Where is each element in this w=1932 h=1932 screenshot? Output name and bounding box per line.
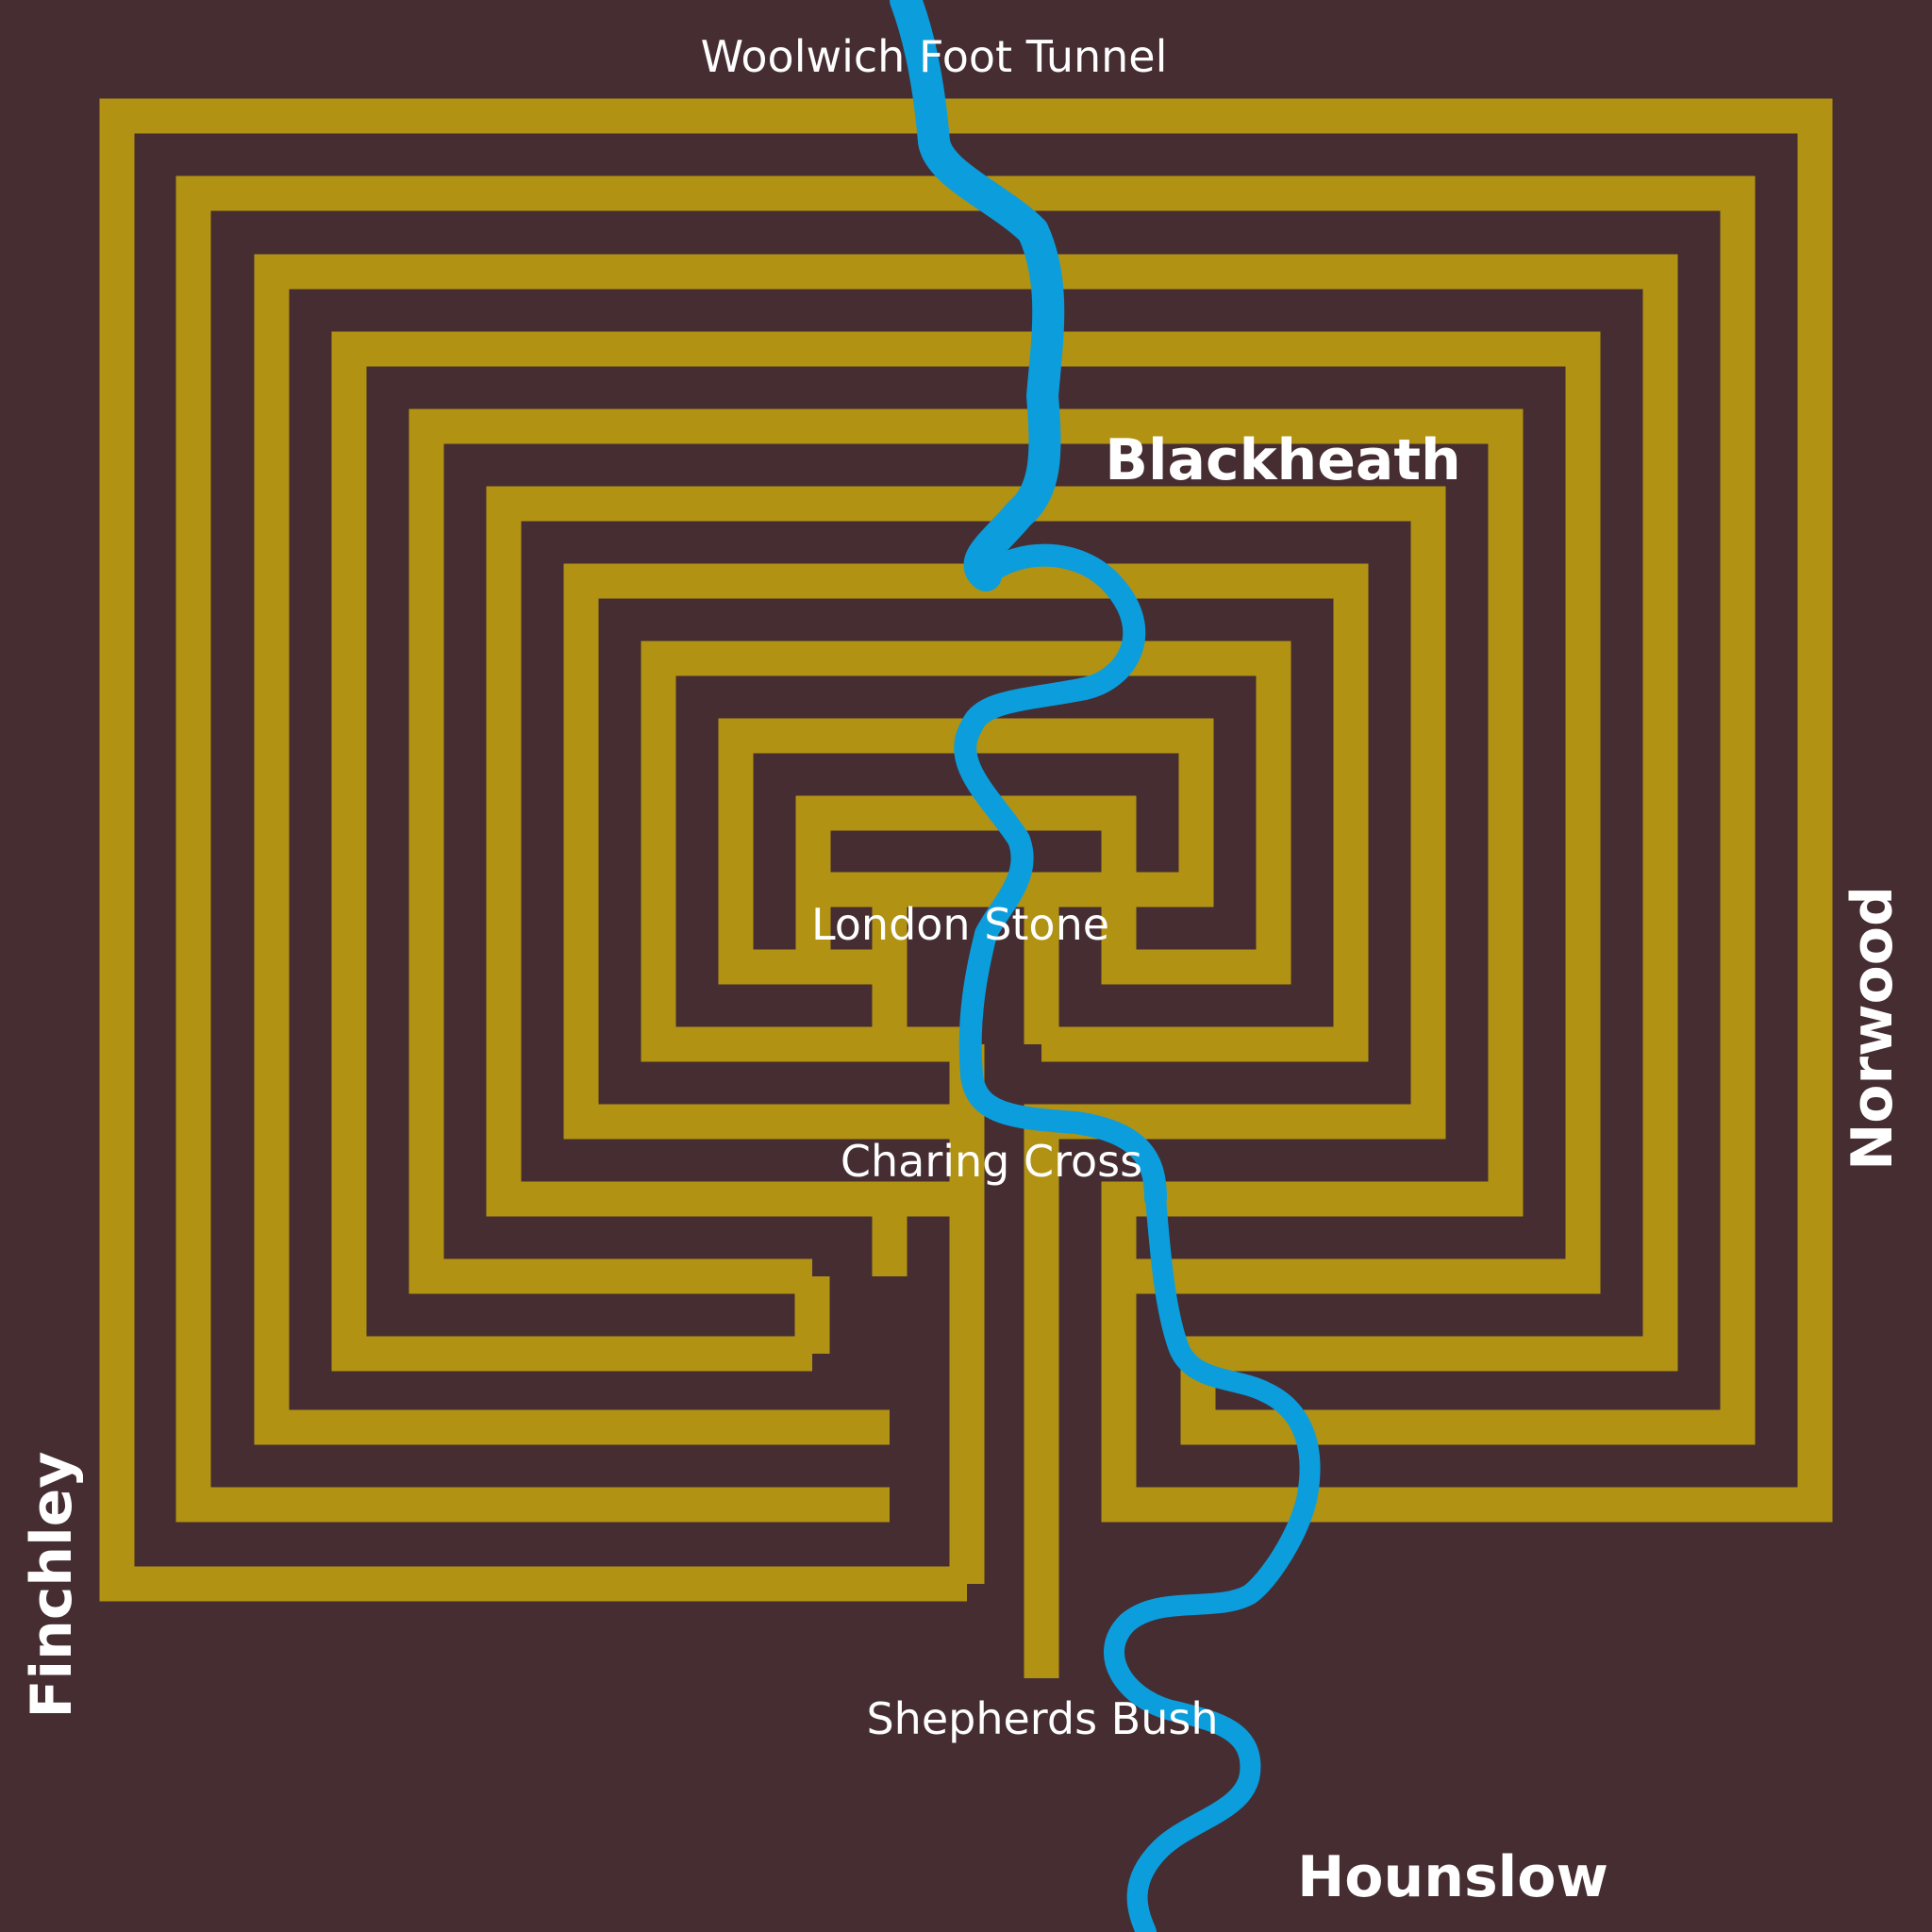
label-finchley: Finchley: [19, 1452, 85, 1719]
label-woolwich-foot-tunnel: Woolwich Foot Tunnel: [701, 31, 1168, 82]
maze-ring-7: [563, 563, 1369, 1140]
maze-ring-4: [331, 331, 1601, 1372]
label-blackheath: Blackheath: [1105, 427, 1461, 493]
label-london-stone: London Stone: [811, 899, 1109, 950]
maze-connector-left: [872, 1181, 985, 1584]
labyrinth-walls: [99, 98, 1833, 1678]
maze-ring-5: [408, 408, 1524, 1294]
maze-core-left: [795, 872, 908, 1044]
maze-ring-1: [99, 98, 1833, 1602]
river-mid: [954, 543, 1167, 1209]
river-upper: [890, 0, 1065, 591]
maze-ring-8: [641, 641, 1291, 1062]
river: [890, 0, 1321, 1932]
label-charing-cross: Charing Cross: [841, 1136, 1142, 1187]
river-lower: [1104, 1188, 1321, 1932]
maze-ring-3: [254, 254, 1678, 1445]
label-hounslow: Hounslow: [1297, 1844, 1608, 1910]
label-norwood: Norwood: [1840, 886, 1906, 1171]
label-shepherds-bush: Shepherds Bush: [866, 1693, 1218, 1744]
